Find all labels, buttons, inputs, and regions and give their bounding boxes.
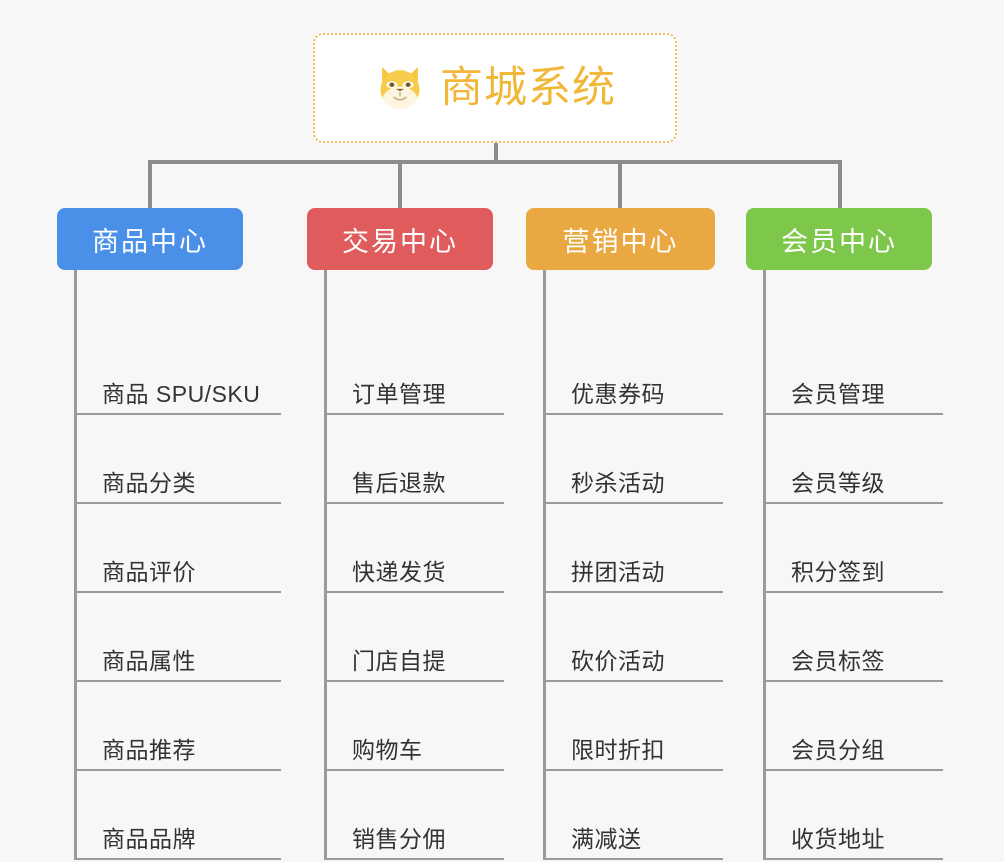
list-item-label: 会员管理 bbox=[791, 380, 885, 407]
list-item[interactable]: 会员分组 bbox=[763, 682, 943, 771]
root-title: 商城系统 bbox=[440, 63, 616, 112]
list-item-label: 满减送 bbox=[571, 825, 642, 852]
list-item[interactable]: 会员标签 bbox=[763, 593, 943, 682]
connector-bus bbox=[148, 160, 842, 164]
category-body-2: 订单管理 售后退款 快递发货 门店自提 购物车 销售分佣 bbox=[307, 270, 504, 862]
category-header-4[interactable]: 会员中心 bbox=[746, 208, 932, 270]
list-item-label: 积分签到 bbox=[791, 558, 885, 585]
list-item-label: 拼团活动 bbox=[571, 558, 665, 585]
trunk-line-2 bbox=[324, 270, 327, 860]
list-item[interactable]: 秒杀活动 bbox=[543, 415, 723, 504]
list-item-label: 售后退款 bbox=[352, 469, 446, 496]
category-body-4: 会员管理 会员等级 积分签到 会员标签 会员分组 收货地址 bbox=[746, 270, 943, 862]
list-item-label: 收货地址 bbox=[791, 825, 885, 852]
list-item-label: 限时折扣 bbox=[571, 736, 665, 763]
shiba-dog-emoji bbox=[380, 66, 420, 110]
list-item-label: 商品推荐 bbox=[102, 736, 196, 763]
category-column-1: 商品中心 商品 SPU/SKU 商品分类 商品评价 商品属性 商品推荐 商品品牌 bbox=[57, 208, 281, 862]
connector-drop-2 bbox=[398, 160, 402, 208]
category-column-2: 交易中心 订单管理 售后退款 快递发货 门店自提 购物车 销售分佣 bbox=[307, 208, 504, 862]
category-header-label: 会员中心 bbox=[781, 226, 897, 257]
list-item[interactable]: 快递发货 bbox=[324, 504, 504, 593]
list-item-label: 购物车 bbox=[352, 736, 423, 763]
list-item-label: 销售分佣 bbox=[352, 825, 446, 852]
category-body-3: 优惠券码 秒杀活动 拼团活动 砍价活动 限时折扣 满减送 bbox=[526, 270, 723, 862]
list-item-label: 订单管理 bbox=[352, 380, 446, 407]
connector-drop-1 bbox=[148, 160, 152, 208]
list-item-label: 商品分类 bbox=[102, 469, 196, 496]
list-item-label: 商品品牌 bbox=[102, 825, 196, 852]
list-item-label: 秒杀活动 bbox=[571, 469, 665, 496]
list-item[interactable]: 售后退款 bbox=[324, 415, 504, 504]
list-item-label: 会员标签 bbox=[791, 647, 885, 674]
list-item[interactable]: 积分签到 bbox=[763, 504, 943, 593]
list-item-label: 砍价活动 bbox=[571, 647, 665, 674]
category-column-4: 会员中心 会员管理 会员等级 积分签到 会员标签 会员分组 收货地址 bbox=[746, 208, 943, 862]
category-header-2[interactable]: 交易中心 bbox=[307, 208, 493, 270]
list-item[interactable]: 砍价活动 bbox=[543, 593, 723, 682]
list-item-label: 门店自提 bbox=[352, 647, 446, 674]
list-item[interactable]: 会员等级 bbox=[763, 415, 943, 504]
connector-drop-3 bbox=[618, 160, 622, 208]
list-item-label: 商品属性 bbox=[102, 647, 196, 674]
list-item[interactable]: 优惠券码 bbox=[543, 326, 723, 415]
list-item-label: 商品评价 bbox=[102, 558, 196, 585]
list-item-label: 商品 SPU/SKU bbox=[102, 380, 261, 407]
category-header-3[interactable]: 营销中心 bbox=[526, 208, 715, 270]
list-item-label: 会员等级 bbox=[791, 469, 885, 496]
category-header-label: 商品中心 bbox=[92, 226, 208, 257]
category-header-1[interactable]: 商品中心 bbox=[57, 208, 243, 270]
list-item[interactable]: 销售分佣 bbox=[324, 771, 504, 860]
list-item[interactable]: 拼团活动 bbox=[543, 504, 723, 593]
connector-drop-4 bbox=[838, 160, 842, 208]
list-item[interactable]: 商品 SPU/SKU bbox=[74, 326, 281, 415]
connector-stem bbox=[494, 143, 498, 163]
list-item-label: 会员分组 bbox=[791, 736, 885, 763]
list-item[interactable]: 会员管理 bbox=[763, 326, 943, 415]
list-item[interactable]: 收货地址 bbox=[763, 771, 943, 860]
list-item[interactable]: 满减送 bbox=[543, 771, 723, 860]
list-item[interactable]: 商品评价 bbox=[74, 504, 281, 593]
list-item[interactable]: 限时折扣 bbox=[543, 682, 723, 771]
list-item[interactable]: 订单管理 bbox=[324, 326, 504, 415]
list-item[interactable]: 商品分类 bbox=[74, 415, 281, 504]
list-item[interactable]: 门店自提 bbox=[324, 593, 504, 682]
mindmap-canvas: 商城系统 商品中心 商品 SPU/SKU 商品分类 商品评价 商品属性 商品推荐… bbox=[57, 33, 943, 860]
list-item-label: 优惠券码 bbox=[571, 380, 665, 407]
category-body-1: 商品 SPU/SKU 商品分类 商品评价 商品属性 商品推荐 商品品牌 bbox=[57, 270, 281, 862]
list-item[interactable]: 商品属性 bbox=[74, 593, 281, 682]
root-node[interactable]: 商城系统 bbox=[313, 33, 677, 143]
list-item[interactable]: 商品推荐 bbox=[74, 682, 281, 771]
trunk-line-4 bbox=[763, 270, 766, 860]
category-header-label: 营销中心 bbox=[562, 226, 679, 257]
category-column-3: 营销中心 优惠券码 秒杀活动 拼团活动 砍价活动 限时折扣 满减送 bbox=[526, 208, 723, 862]
list-item-label: 快递发货 bbox=[352, 558, 446, 585]
list-item[interactable]: 商品品牌 bbox=[74, 771, 281, 860]
trunk-line-1 bbox=[74, 270, 77, 860]
trunk-line-3 bbox=[543, 270, 546, 860]
list-item[interactable]: 购物车 bbox=[324, 682, 504, 771]
category-header-label: 交易中心 bbox=[342, 226, 458, 257]
